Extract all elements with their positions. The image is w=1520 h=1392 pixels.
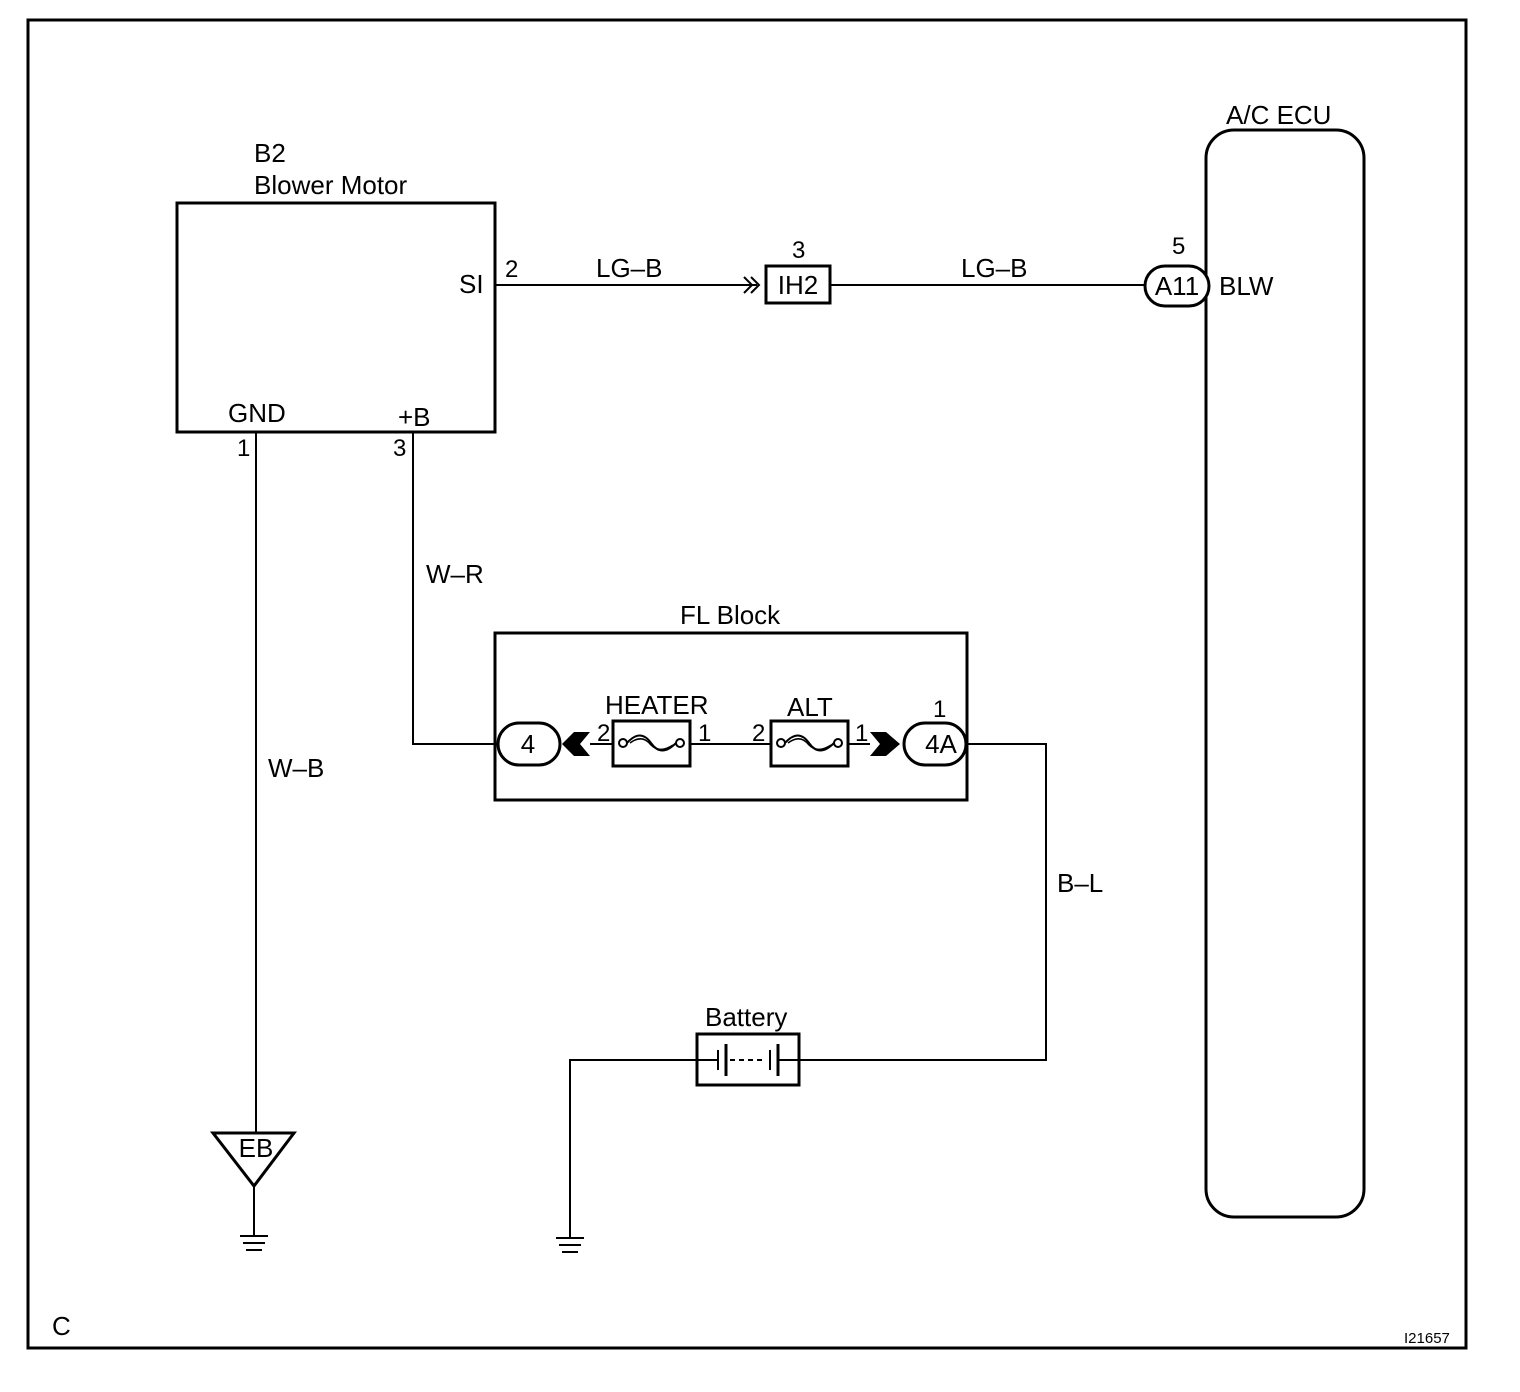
ac-ecu-box: [1204, 128, 1366, 1219]
battery-label: Battery: [705, 1002, 787, 1032]
pin-gnd: 1: [237, 435, 250, 462]
wire-si-to-ecu: LG–B 3 IH2 LG–B: [495, 237, 1146, 305]
connector-a11: [1143, 264, 1211, 308]
ground-point-eb: [209, 1131, 298, 1189]
ground-symbol-right: [556, 1237, 584, 1253]
fl-block: FL Block 4 HEATER 2 1 ALT 2 1 1 4A: [493, 600, 969, 802]
wire-battery-to-ground: [556, 1059, 697, 1253]
blower-motor: B2 Blower Motor SI 2 GND +B 1 3: [175, 138, 518, 462]
fl-block-box: [493, 631, 969, 802]
connector-a11-label: A11: [1155, 271, 1199, 301]
ac-ecu: A/C ECU 5 A11 BLW: [1143, 100, 1366, 1219]
fl-terminal-right: [870, 732, 900, 756]
terminal-gnd-label: GND: [228, 398, 286, 428]
figure-id: I21657: [1404, 1330, 1450, 1347]
battery: Battery: [695, 1002, 801, 1087]
fl-connector-right-label: 4A: [925, 729, 957, 759]
alt-pin-right: 1: [855, 720, 868, 747]
fl-connector-left: [496, 721, 562, 767]
wire-label-fl-to-battery: B–L: [1057, 868, 1103, 898]
terminal-b-label: +B: [398, 402, 431, 432]
ground-point-eb-label: EB: [239, 1133, 274, 1163]
wire-fl-to-battery: B–L: [799, 743, 1103, 1061]
fl-connector-left-label: 4: [521, 729, 535, 759]
wire-b-to-fl: W–R: [412, 432, 498, 745]
terminal-blw-label: BLW: [1219, 271, 1274, 301]
alt-fuse-label: ALT: [787, 692, 833, 722]
blower-motor-ref: B2: [254, 138, 286, 168]
pin-b: 3: [393, 435, 406, 462]
fl-block-title: FL Block: [680, 600, 781, 630]
footer-left-mark: C: [52, 1311, 71, 1341]
blower-motor-box: [175, 201, 497, 434]
terminal-si-label: SI: [459, 269, 484, 299]
wire-label-ih2-to-ecu: LG–B: [961, 253, 1028, 283]
fl-connector-right-pin: 1: [933, 696, 946, 723]
ac-ecu-title: A/C ECU: [1226, 100, 1331, 130]
heater-pin-left: 2: [597, 720, 610, 747]
junction-ih2-label: IH2: [778, 270, 818, 300]
heater-pin-right: 1: [698, 720, 711, 747]
outer-frame: [26, 18, 1468, 1350]
ac-ecu-pin: 5: [1172, 233, 1185, 260]
heater-fuse-label: HEATER: [605, 690, 709, 720]
ground-symbol-left: [240, 1235, 268, 1251]
wire-label-si-to-ih2: LG–B: [596, 253, 663, 283]
wire-label-b: W–R: [426, 559, 484, 589]
pin-si: 2: [505, 256, 518, 283]
alt-pin-left: 2: [752, 720, 765, 747]
junction-ih2-pin: 3: [792, 237, 805, 264]
wire-gnd-to-ground: W–B EB: [209, 432, 324, 1251]
blower-motor-name: Blower Motor: [254, 170, 407, 200]
wire-label-gnd: W–B: [268, 753, 324, 783]
fl-terminal-left: [562, 732, 590, 756]
